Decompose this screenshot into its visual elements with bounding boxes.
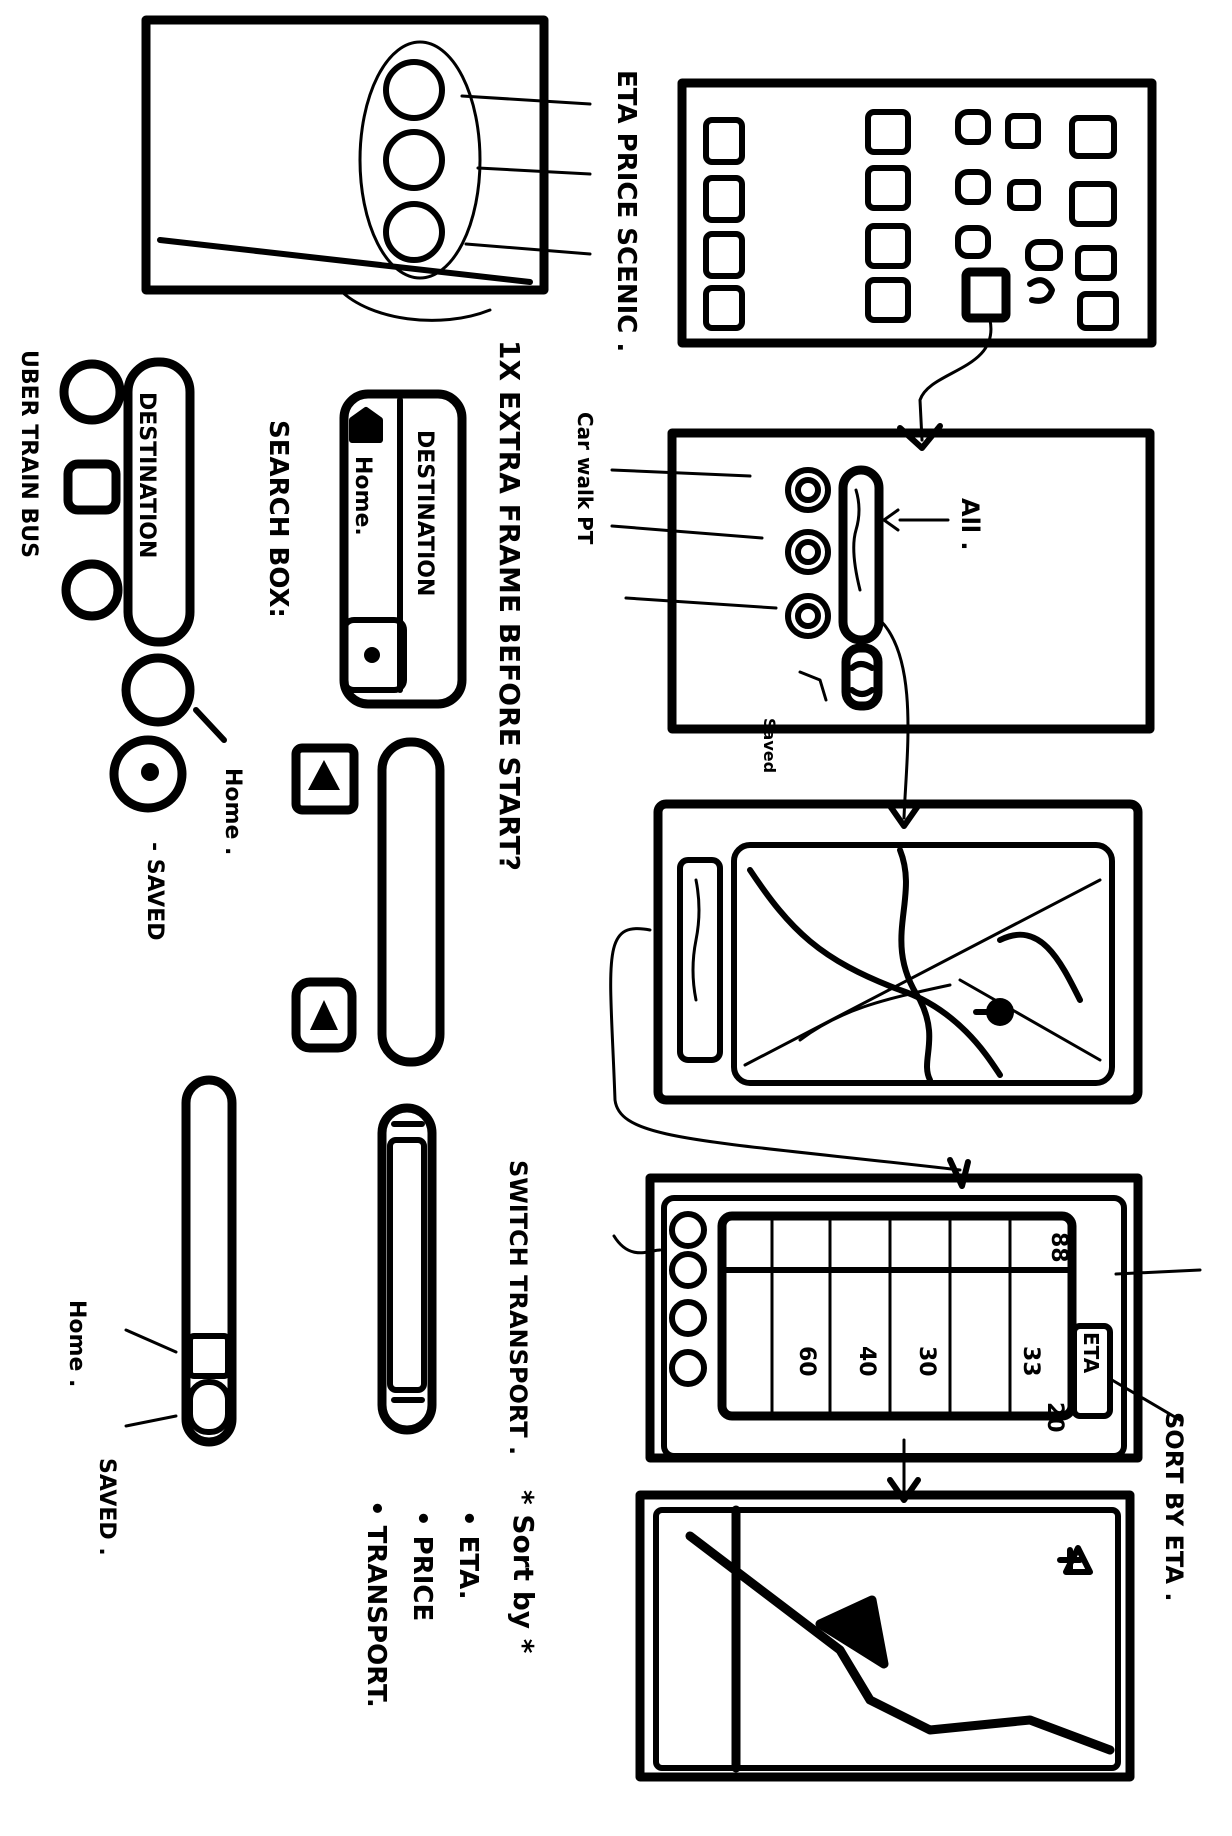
sort-price-item: • PRICE	[407, 1510, 437, 1621]
long-search-pill	[377, 737, 445, 1067]
destination-pill-sketch	[59, 357, 227, 813]
home-button-sketch	[291, 743, 359, 815]
app-icon-grid	[703, 109, 1119, 331]
uber-train-bus-label: UBER TRAIN BUS	[16, 350, 41, 558]
frame-map-view	[653, 799, 1143, 1105]
car-icon	[785, 467, 831, 513]
extra-frame-question: 1X EXTRA FRAME BEFORE START?	[493, 340, 526, 871]
vertical-slider-1	[181, 1075, 237, 1447]
star-icon	[310, 1000, 338, 1030]
sort-transport-item: • TRANSPORT.	[361, 1500, 391, 1708]
price-option-icon	[383, 129, 445, 191]
eta-price-scenic-label: ETA PRICE SCENIC .	[611, 70, 641, 352]
saved-annotation-1: - SAVED	[142, 842, 167, 940]
flow-arrow-2	[878, 618, 910, 820]
saved-label-3: Saved	[760, 718, 779, 773]
switch-transport-label: SWITCH TRANSPORT .	[504, 1160, 532, 1455]
route-line	[685, 1531, 1115, 1755]
all-label: All .	[956, 498, 984, 551]
eta-option-icon	[383, 59, 445, 121]
search-destination-label[interactable]: DESTINATION	[412, 430, 437, 596]
frame-navigation	[635, 1490, 1135, 1782]
list-value-2: 30	[914, 1346, 939, 1377]
frame-results-list: 33 20 30 40 60 88	[645, 1173, 1143, 1463]
sort-by-heading: * Sort by *	[507, 1490, 540, 1654]
frame-route-options	[141, 15, 592, 322]
saved-annotation-2: SAVED .	[94, 1458, 119, 1556]
flow-arrow-1	[918, 318, 993, 442]
home-annotation-3: Home .	[64, 1300, 89, 1387]
list-value-4: 60	[794, 1346, 819, 1377]
all-options-pill	[838, 465, 884, 645]
pill-destination-label[interactable]: DESTINATION	[134, 392, 159, 558]
vertical-slider-2	[377, 1103, 437, 1435]
saved-shortcut-icon	[109, 735, 187, 813]
map-search-bar	[677, 857, 723, 1063]
map-area	[731, 842, 1115, 1086]
public-transport-icon	[785, 593, 831, 639]
frame-transport-picker	[667, 428, 1155, 734]
saved-button	[841, 643, 883, 711]
home-icon-2	[308, 760, 340, 790]
scenic-option-icon	[383, 201, 445, 263]
flow-arrow-3	[609, 927, 962, 1172]
search-home-label[interactable]: Home.	[350, 456, 375, 536]
home-annotation-2: Home .	[220, 768, 245, 855]
car-walk-pt-label: Car walk PT	[573, 412, 597, 545]
home-shortcut-icon	[121, 653, 195, 727]
walk-icon	[785, 529, 831, 575]
selected-app-icon	[961, 267, 1011, 323]
list-value-3: 40	[854, 1346, 879, 1377]
list-value-1: 20	[1042, 1402, 1067, 1433]
train-option-icon	[63, 459, 121, 515]
search-box-sketch	[339, 389, 467, 709]
results-table	[717, 1211, 1077, 1421]
direction-arrow-icon	[815, 1595, 889, 1669]
home-icon	[349, 407, 383, 443]
list-value-0: 33	[1018, 1346, 1043, 1377]
saved-button-sketch	[291, 977, 357, 1053]
frame-home-screen	[677, 78, 1157, 348]
uber-option-icon	[59, 359, 125, 425]
bus-option-icon	[61, 559, 123, 621]
search-box-label: SEARCH BOX:	[263, 420, 293, 618]
location-dot-icon	[364, 647, 380, 663]
list-value-5: 88	[1046, 1232, 1071, 1263]
eta-tab-label[interactable]: ETA	[1079, 1332, 1103, 1374]
eta-sort-tab	[1071, 1323, 1113, 1419]
sort-eta-item: • ETA.	[453, 1510, 483, 1600]
sort-by-eta-label: SORT BY ETA .	[1160, 1412, 1188, 1601]
